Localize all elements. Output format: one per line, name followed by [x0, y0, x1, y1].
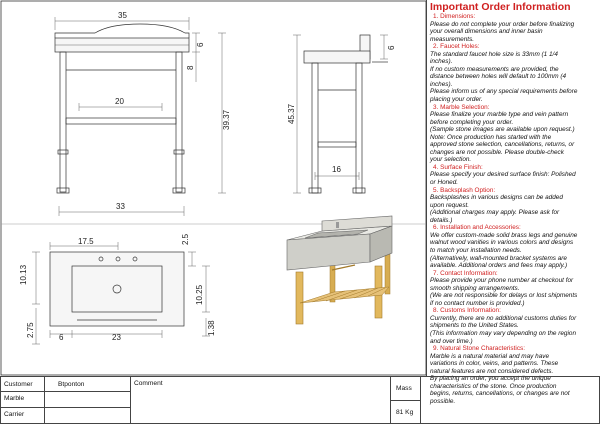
- section-dimensions: 1. Dimensions: Please do not complete yo…: [430, 13, 575, 43]
- dim-front-base: 33: [116, 202, 125, 211]
- dim-front-width: 35: [118, 11, 127, 20]
- marble-label: Marble: [4, 395, 25, 402]
- dim-front-height: 39.37: [222, 109, 231, 130]
- technical-drawing: 35 6 8 20: [0, 0, 427, 376]
- dim-side-depth: 16: [332, 165, 341, 174]
- dim-top-back: 2.5: [181, 233, 190, 245]
- section-surface-finish: 4. Surface Finish: Please specify your d…: [430, 163, 576, 187]
- section-natural-stone: 9. Natural Stone Characteristics: Marble…: [430, 345, 570, 405]
- customer-value: Btponton: [58, 381, 85, 388]
- dim-front-splash: 6: [196, 42, 205, 47]
- order-table: Customer Btponton Marble Carrier Comment…: [0, 376, 600, 424]
- side-view: 6 45.37 16: [287, 34, 396, 194]
- carrier-label: Carrier: [4, 411, 25, 418]
- dim-top-bowl-width: 23: [112, 333, 121, 342]
- mass-value: 81 Kg: [396, 409, 414, 416]
- info-title: Important Order Information: [430, 1, 571, 13]
- dim-front-rail: 8: [186, 65, 195, 70]
- dim-side-height: 45.37: [287, 103, 296, 124]
- dim-top-front: 2.75: [26, 322, 35, 338]
- dim-side-splash: 6: [387, 45, 396, 50]
- section-marble-selection: 3. Marble Selection: Please finalize you…: [430, 103, 575, 164]
- info-sections: 1. Dimensions: Please do not complete yo…: [427, 13, 600, 405]
- section-backsplash: 5. Backsplash Option: Backsplashes in va…: [430, 186, 563, 224]
- section-installation: 6. Installation and Accessories: We offe…: [430, 224, 578, 270]
- order-info-panel: Important Order Information 1. Dimension…: [427, 0, 600, 405]
- dim-top-edge: 1.38: [207, 320, 216, 336]
- dim-front-inner: 20: [115, 97, 124, 106]
- front-view: 35 6 8 20: [54, 11, 231, 216]
- top-view: 17.5 10.13 2.75 2.5: [19, 233, 216, 345]
- iso-view: [286, 215, 393, 325]
- dim-top-faucet: 17.5: [78, 237, 94, 246]
- dim-top-bowl-depth: 10.25: [195, 284, 204, 305]
- comment-label: Comment: [134, 380, 163, 387]
- section-contact: 7. Contact Information: Please provide y…: [430, 269, 578, 307]
- dim-top-rim: 6: [59, 333, 64, 342]
- mass-label: Mass: [396, 385, 412, 392]
- section-customs: 8. Customs Information: Currently, there…: [430, 307, 577, 345]
- section-faucet-holes: 2. Faucet Holes: The standard faucet hol…: [430, 43, 578, 104]
- customer-label: Customer: [4, 381, 33, 388]
- dim-top-depth: 10.13: [19, 264, 28, 285]
